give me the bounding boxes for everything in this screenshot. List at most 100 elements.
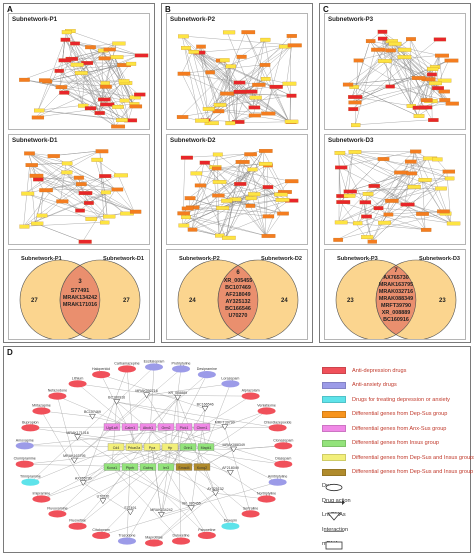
edge	[116, 401, 251, 515]
legend-label: Anti-anxiety drugs	[352, 382, 397, 388]
edge	[116, 401, 278, 428]
edge	[126, 368, 135, 448]
lncrna-node: BC160916	[108, 395, 125, 405]
gene-node	[195, 118, 210, 123]
edge	[82, 189, 116, 242]
gene-node	[190, 171, 203, 176]
lncrna-node: BC107469	[84, 410, 101, 420]
legend-item: Differential genes from Dep-Sus and Insu…	[322, 454, 474, 461]
node-label: Clomipramine	[14, 457, 36, 461]
venn-c-gene: MRAK088349	[379, 296, 413, 302]
gene-node	[261, 234, 276, 238]
edge	[69, 58, 121, 120]
edge	[60, 163, 67, 202]
edge	[102, 50, 123, 81]
drug-shape	[268, 478, 287, 486]
drug-node: Lorazepam	[221, 376, 240, 388]
gene-node	[212, 193, 225, 198]
edge	[389, 161, 410, 201]
drug-shape	[172, 537, 191, 545]
gene-node	[334, 151, 346, 155]
gene-node	[181, 46, 191, 50]
panel-b: B Subnetwork-P2 Subnetwork-D2 Subnetwork…	[161, 3, 313, 343]
lncrna-node: XR_008889	[168, 391, 187, 401]
node-label: Alprazolam	[242, 389, 260, 393]
legend-swatch	[322, 454, 346, 461]
edge	[408, 161, 442, 212]
edge	[102, 63, 131, 100]
edge	[219, 198, 235, 236]
edge	[237, 91, 291, 122]
edge	[182, 35, 266, 114]
edge	[192, 51, 290, 122]
gene-node	[188, 49, 200, 54]
edge	[352, 151, 450, 179]
node-label: Nortriptyline	[257, 492, 276, 496]
mrna-shape	[157, 423, 175, 431]
drug-shape	[48, 510, 67, 518]
gene-node	[98, 97, 111, 102]
lncrna-shape	[99, 498, 107, 505]
subnetwork-d1-title: Subnetwork-D1	[12, 137, 58, 144]
gene-node	[348, 107, 359, 112]
venn-b-gene: BC166546	[225, 306, 251, 312]
gene-node	[245, 196, 257, 201]
lncrna-shape	[79, 480, 87, 486]
drug-shape	[257, 495, 276, 503]
gene-node	[178, 34, 189, 39]
edge	[151, 446, 162, 515]
gene-node	[394, 170, 409, 175]
drug-shape	[257, 407, 276, 415]
edge	[185, 47, 210, 123]
edge	[200, 46, 219, 105]
lncrna-node: AY325132	[207, 487, 224, 497]
edge	[387, 200, 390, 215]
gene-node	[98, 56, 111, 61]
mrna-node: Grm2	[157, 423, 175, 431]
gene-node	[54, 68, 64, 73]
gene-node	[85, 45, 96, 50]
edge	[216, 154, 280, 200]
edge	[28, 152, 81, 184]
gene-node	[212, 109, 225, 114]
edge	[213, 166, 220, 236]
edge	[35, 223, 83, 242]
edge	[60, 175, 104, 202]
edge	[338, 152, 364, 203]
gene-node	[100, 84, 112, 89]
gene-node	[225, 121, 236, 126]
gene-node	[244, 152, 257, 157]
venn-c-right-count: 23	[439, 298, 446, 304]
venn-a-overlap-count: 3	[78, 279, 82, 285]
panel-b-letter: B	[165, 5, 171, 14]
gene-node	[78, 239, 92, 244]
gene-node	[58, 58, 72, 63]
node-label: Abcb1	[143, 426, 153, 430]
gene-node	[282, 81, 297, 86]
drug-node: Venlafaxine	[257, 404, 276, 415]
node-label: Calm1	[125, 426, 135, 430]
node-label: Mapk1	[201, 446, 212, 450]
edge	[102, 57, 124, 83]
node-label: Pick1	[180, 426, 189, 430]
drug-shape	[15, 460, 34, 468]
legend-item: Anti-depression drugs	[322, 367, 406, 374]
edge	[245, 31, 266, 79]
edge	[355, 60, 359, 125]
lncrna-node: MRFT39790	[215, 421, 235, 430]
edge	[165, 426, 284, 465]
gene-node	[199, 160, 210, 165]
lncrna-shape	[74, 434, 82, 441]
drug-node: Bupropion	[21, 420, 40, 432]
gene-node	[418, 105, 433, 110]
node-label: Lorazepam	[221, 376, 239, 380]
gene-node	[262, 214, 275, 219]
edge	[88, 86, 105, 109]
edge	[37, 178, 108, 217]
gene-node	[212, 166, 222, 171]
venn-b-gene: AY325132	[226, 299, 251, 305]
lncrna-shape	[226, 469, 234, 476]
edge	[100, 446, 189, 536]
mrna-node: Pick1	[175, 423, 193, 431]
